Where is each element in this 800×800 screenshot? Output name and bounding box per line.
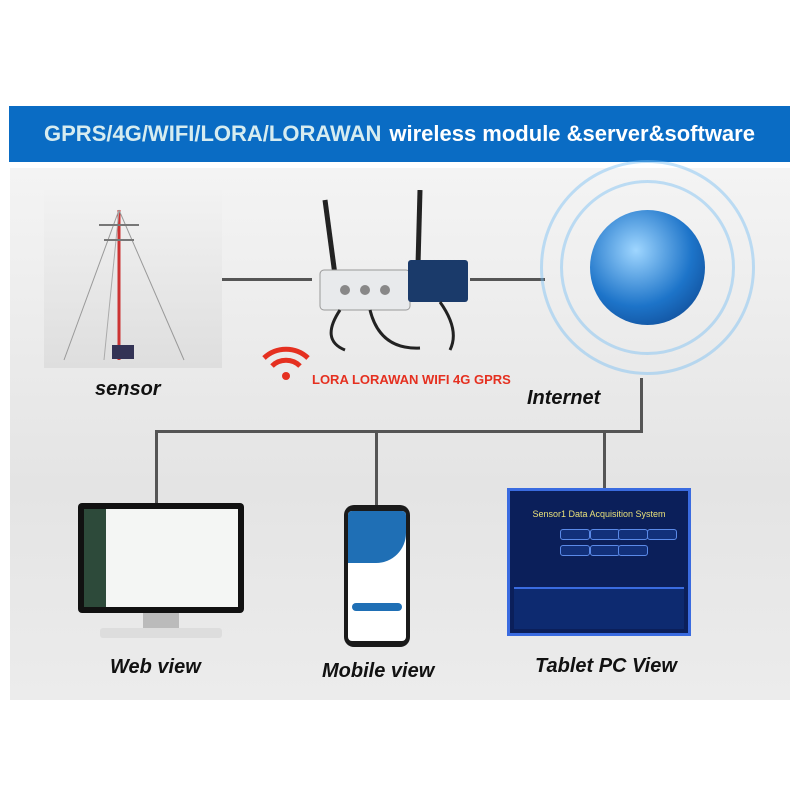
monitor-stand xyxy=(143,613,179,629)
banner-title-highlight: GPRS/4G/WIFI/LORA/LORAWAN xyxy=(44,121,382,146)
sensor-image xyxy=(44,190,222,368)
login-button xyxy=(352,603,402,611)
tablet-screen-title: Sensor1 Data Acquisition System xyxy=(532,509,666,519)
globe-halo-inner xyxy=(560,180,735,355)
wifi-icon xyxy=(262,346,310,380)
sensor-mast-icon xyxy=(63,209,185,361)
web-view-monitor xyxy=(78,503,244,613)
connector-web xyxy=(155,430,158,505)
connector-sensor-gateway xyxy=(222,278,312,281)
globe-halo-outer xyxy=(540,160,755,375)
web-view-screen xyxy=(84,509,238,607)
banner-title-rest: wireless module &server&software xyxy=(389,121,755,146)
monitor-base xyxy=(100,628,222,638)
mobile-phone xyxy=(344,505,410,647)
connector-bus xyxy=(155,430,643,433)
connector-internet-down xyxy=(640,378,643,430)
tablet-view-label: Tablet PC View xyxy=(535,655,677,677)
globe-icon xyxy=(590,210,705,325)
app-header xyxy=(348,511,406,563)
connector-tablet xyxy=(603,430,606,490)
gateway-label: LORA LORAWAN WIFI 4G GPRS xyxy=(312,372,511,387)
header-banner: GPRS/4G/WIFI/LORA/LORAWAN wireless modul… xyxy=(9,106,790,162)
web-view-label: Web view xyxy=(110,656,201,678)
sensor-label: sensor xyxy=(95,378,161,400)
connector-mobile xyxy=(375,430,378,505)
gateway-device-icon xyxy=(319,190,468,352)
internet-label: Internet xyxy=(527,387,601,409)
tablet-screen: Sensor1 Data Acquisition System xyxy=(507,488,691,636)
mobile-view-label: Mobile view xyxy=(322,660,435,682)
connector-gateway-internet xyxy=(470,278,545,281)
